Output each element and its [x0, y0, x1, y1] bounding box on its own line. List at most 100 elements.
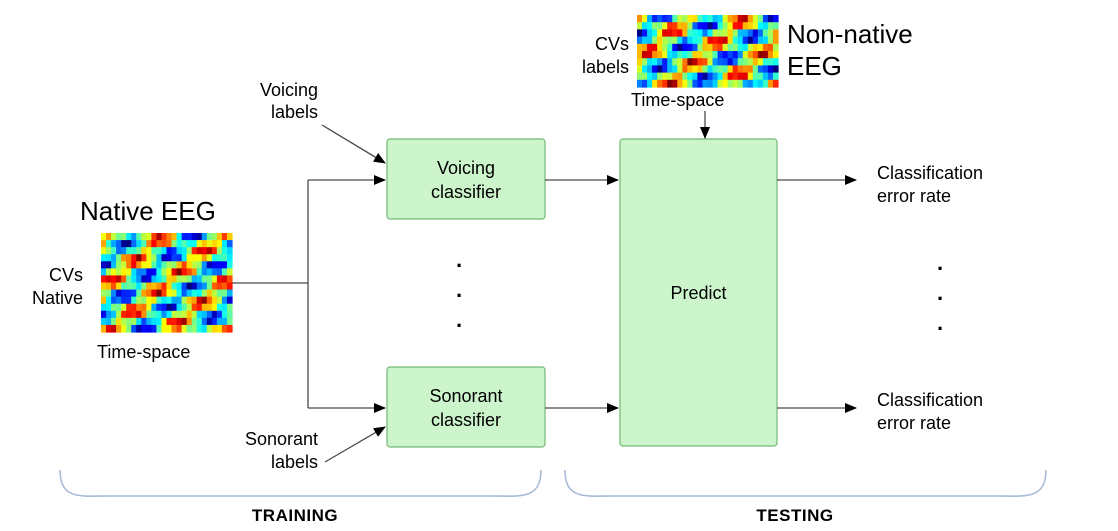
heatmap-cell	[106, 289, 112, 298]
heatmap-cell	[642, 15, 648, 23]
heatmap-cell	[206, 275, 213, 284]
predict-label: Predict	[670, 283, 727, 303]
heatmap-cell	[161, 261, 168, 269]
heatmap-cell	[677, 72, 683, 81]
heatmap-cell	[186, 240, 193, 248]
heatmap-cell	[211, 275, 218, 284]
heatmap-cell	[702, 22, 709, 30]
heatmap-cell	[762, 36, 769, 45]
heatmap-cell	[752, 22, 759, 30]
heatmap-cell	[727, 65, 734, 74]
heatmap-cell	[206, 310, 213, 319]
heatmap-cell	[191, 303, 198, 312]
heatmap-cell	[687, 58, 693, 66]
heatmap-cell	[151, 247, 158, 255]
heatmap-cell	[767, 51, 774, 59]
heatmap-cell	[126, 268, 132, 277]
heatmap-cell	[196, 275, 203, 284]
heatmap-cell	[176, 247, 183, 255]
heatmap-cell	[752, 36, 759, 45]
heatmap-cell	[136, 317, 142, 326]
heatmap-cell	[692, 29, 699, 38]
heatmap-cell	[121, 282, 127, 291]
heatmap-cell	[687, 79, 693, 88]
heatmap-cell	[732, 65, 739, 74]
heatmap-cell	[762, 29, 769, 38]
heatmap-cell	[226, 282, 233, 291]
heatmap-cell	[141, 261, 147, 269]
heatmap-cell	[186, 268, 193, 277]
heatmap-cell	[171, 317, 178, 326]
heatmap-cell	[171, 324, 178, 333]
heatmap-cell	[201, 233, 208, 241]
heatmap-cell	[196, 247, 203, 255]
heatmap-cell	[727, 29, 734, 38]
heatmap-cell	[762, 51, 769, 59]
heatmap-cell	[717, 43, 724, 52]
heatmap-cell	[141, 289, 147, 298]
heatmap-cell	[181, 275, 188, 284]
heatmap-cell	[702, 65, 709, 74]
heatmap-cell	[106, 275, 112, 284]
heatmap-cell	[166, 261, 173, 269]
heatmap-cell	[166, 268, 173, 277]
heatmap-cell	[742, 36, 749, 45]
heatmap-cell	[667, 29, 673, 38]
heatmap-cell	[151, 303, 158, 312]
heatmap-cell	[156, 261, 163, 269]
heatmap-cell	[712, 36, 719, 45]
heatmap-cell	[126, 254, 132, 262]
heatmap-cell	[171, 303, 178, 312]
heatmap-cell	[647, 15, 653, 23]
heatmap-cell	[737, 29, 744, 38]
heatmap-cell	[161, 254, 168, 262]
heatmap-cell	[146, 296, 152, 305]
heatmap-cell	[201, 317, 208, 326]
heatmap-cell	[752, 43, 759, 52]
heatmap-cell	[206, 303, 213, 312]
heatmap-cell	[171, 310, 178, 319]
heatmap-cell	[221, 324, 228, 333]
heatmap-cell	[206, 247, 213, 255]
heatmap-cell	[717, 72, 724, 81]
heatmap-cell	[131, 324, 137, 333]
heatmap-cell	[136, 275, 142, 284]
voicing-classifier-line1: Voicing	[436, 158, 496, 178]
heatmap-cell	[767, 65, 774, 74]
heatmap-cell	[201, 261, 208, 269]
heatmap-cell	[111, 254, 117, 262]
heatmap-cell	[772, 65, 779, 74]
heatmap-cell	[682, 72, 688, 81]
heatmap-cell	[652, 15, 658, 23]
heatmap-cell	[742, 15, 749, 23]
heatmap-cell	[757, 15, 764, 23]
heatmap-cell	[221, 275, 228, 284]
heatmap-cell	[717, 65, 724, 74]
heatmap-cell	[642, 29, 648, 38]
right-ellipsis-dot: ·	[937, 316, 945, 341]
heatmap-cell	[707, 72, 714, 81]
heatmap-cell	[662, 15, 668, 23]
heatmap-cell	[717, 15, 724, 23]
heatmap-cell	[672, 36, 678, 45]
heatmap-cell	[742, 51, 749, 59]
heatmap-cell	[116, 233, 122, 241]
heatmap-cell	[206, 317, 213, 326]
heatmap-cell	[131, 240, 137, 248]
heatmap-cell	[767, 79, 774, 88]
sonorant-classifier-line2: classifier	[430, 410, 501, 430]
heatmap-cell	[211, 324, 218, 333]
heatmap-cell	[226, 296, 233, 305]
heatmap-cell	[742, 22, 749, 30]
sonorant-labels-line2: labels	[270, 452, 318, 472]
heatmap-cell	[116, 289, 122, 298]
heatmap-cell	[121, 275, 127, 284]
heatmap-cell	[201, 310, 208, 319]
heatmap-cell	[211, 296, 218, 305]
heatmap-cell	[757, 22, 764, 30]
heatmap-cell	[106, 282, 112, 291]
heatmap-cell	[181, 296, 188, 305]
heatmap-cell	[201, 303, 208, 312]
heatmap-cell	[156, 268, 163, 277]
heatmap-cell	[642, 22, 648, 30]
